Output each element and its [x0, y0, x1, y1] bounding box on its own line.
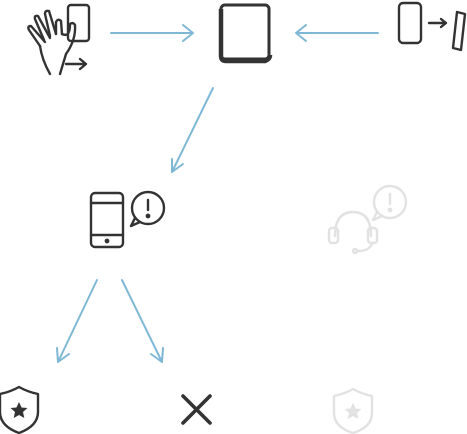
flow-arrow	[171, 87, 214, 173]
headset-alert-icon	[327, 184, 408, 255]
hand-swipe-phone-icon	[27, 3, 91, 76]
phone-alert-icon	[89, 190, 166, 249]
flow-arrow	[121, 279, 164, 363]
flow-arrow	[56, 279, 98, 363]
close-icon	[181, 394, 212, 425]
shield-star-icon	[332, 387, 374, 434]
flow-arrow	[295, 24, 379, 42]
shield-star-icon	[0, 385, 40, 434]
hub-device-icon	[218, 3, 273, 64]
flow-arrow	[110, 24, 194, 42]
device-rotate-icon	[397, 1, 467, 52]
